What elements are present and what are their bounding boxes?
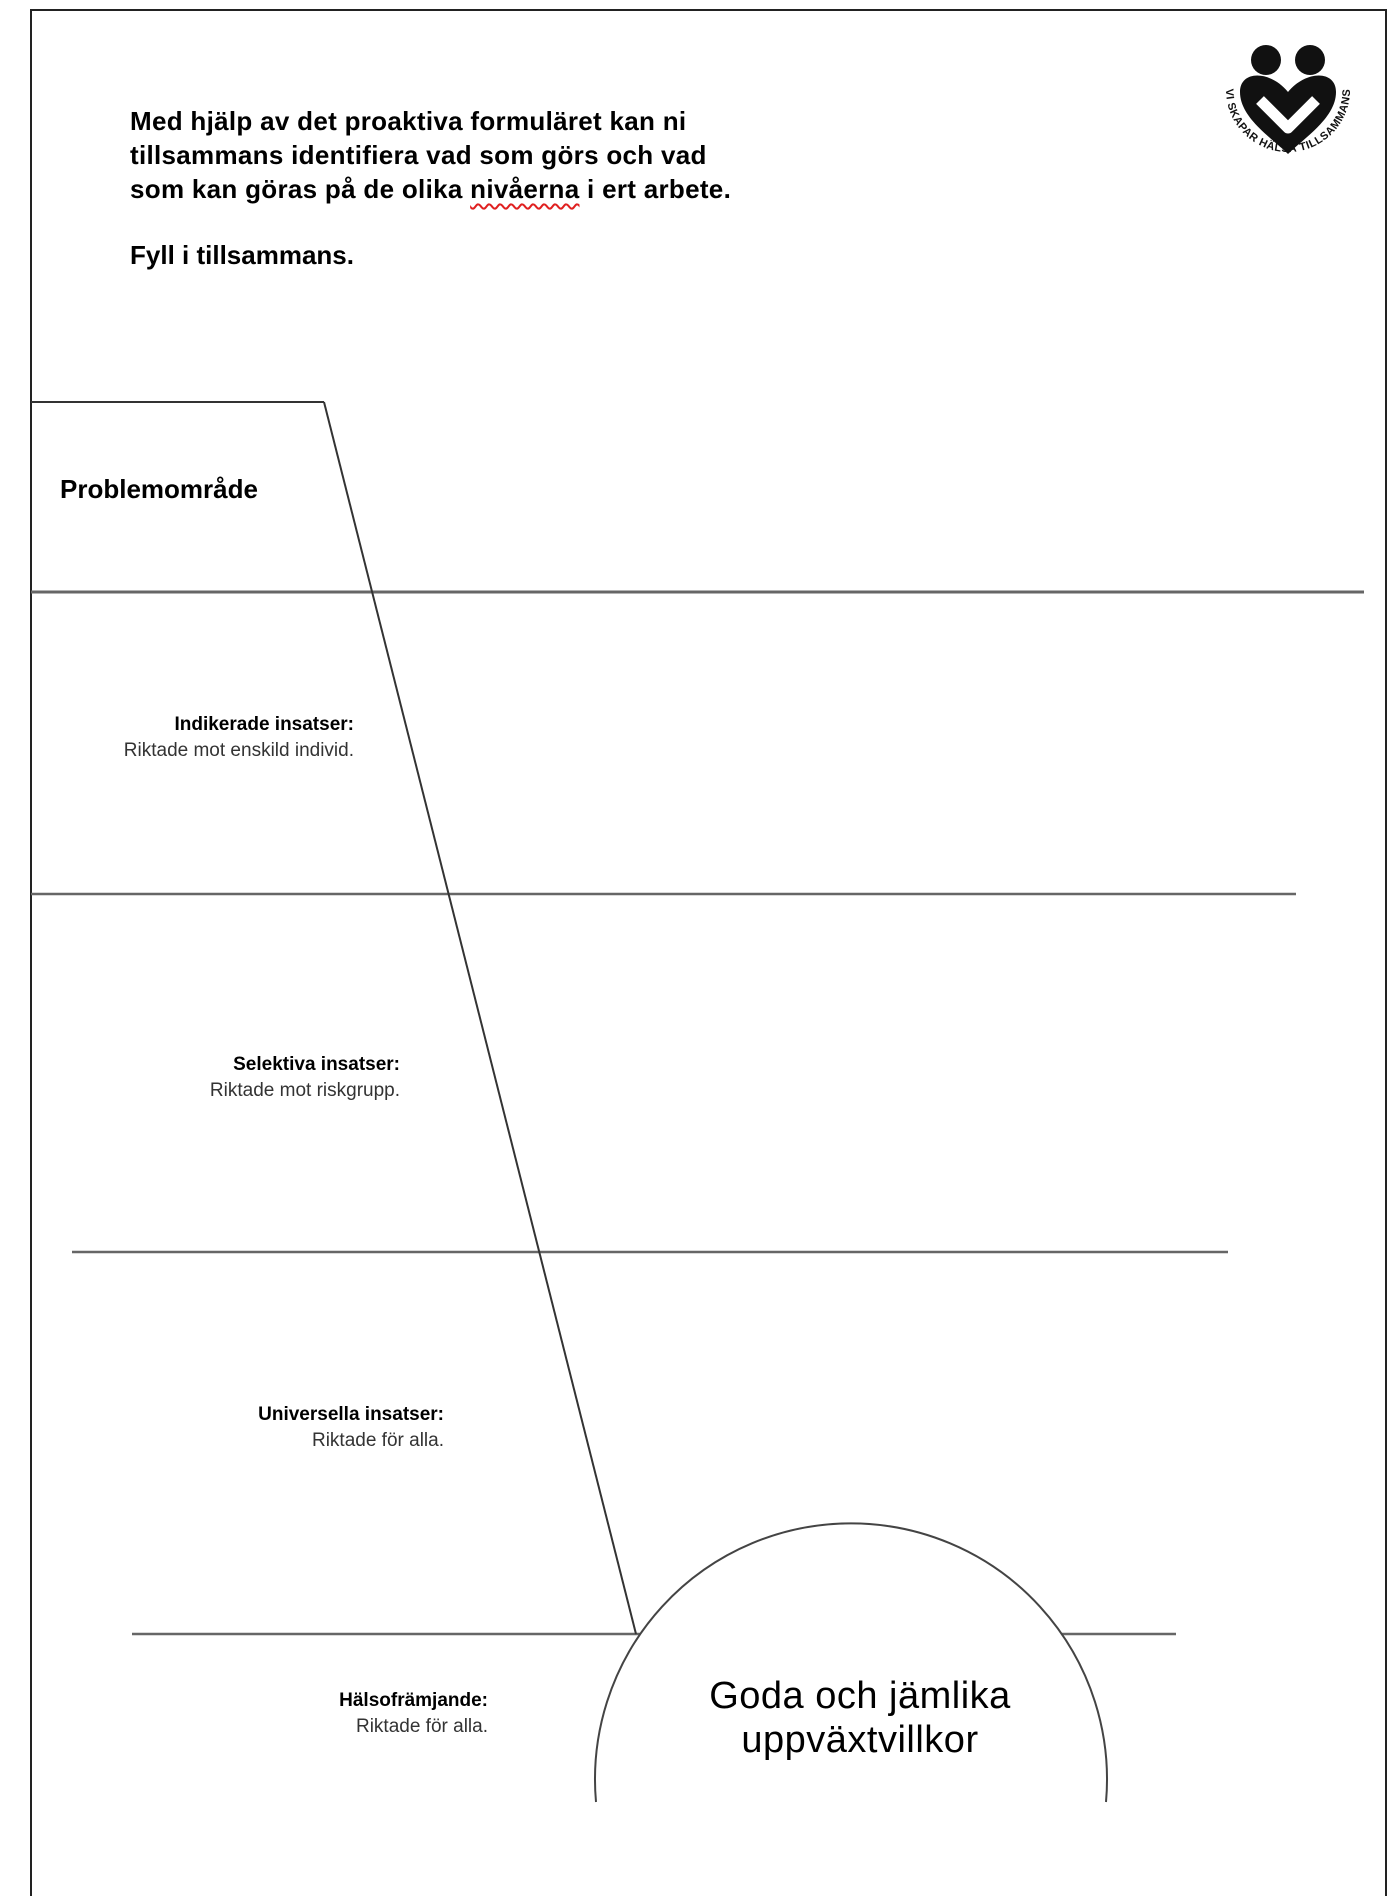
two-people-heart-logo-icon: VI SKAPAR HÄLSA TILLSAMMANS [1223,45,1353,155]
level-description: Riktade mot riskgrupp. [209,1080,400,1101]
intro-line-3-end: i ert arbete. [579,174,732,204]
level-description: Riktade för alla. [355,1716,488,1737]
fill-instruction: Fyll i tillsammans. [130,240,354,270]
spellcheck-marked-word: nivåerna [470,174,580,204]
goal-line-2: uppväxtvillkor [741,1719,979,1761]
level-title: Selektiva insatser: [233,1054,400,1075]
goal-circle [594,1522,1108,1803]
level-universal: Universella insatser: Riktade för alla. [258,1402,444,1454]
level-description: Riktade mot enskild individ. [123,740,354,761]
page-border [30,9,1387,1896]
level-health-promotion: Hälsofrämjande: Riktade för alla. [339,1688,488,1740]
level-title: Hälsofrämjande: [339,1690,488,1711]
level-title: Indikerade insatser: [174,714,354,735]
goal-text: Goda och jämlika uppväxtvillkor [650,1674,1070,1762]
level-selective: Selektiva insatser: Riktade mot riskgrup… [210,1052,400,1104]
goal-line-1: Goda och jämlika [709,1675,1011,1717]
level-description: Riktade för alla. [311,1430,444,1451]
level-indicated: Indikerade insatser: Riktade mot enskild… [124,712,354,764]
problem-area-label: Problemområde [60,474,258,504]
intro-line-1: Med hjälp av det proaktiva formuläret ka… [130,106,687,136]
intro-text: Med hjälp av det proaktiva formuläret ka… [130,104,731,206]
diagonal-line [323,401,637,1635]
level-title: Universella insatser: [258,1404,444,1425]
intro-line-3: som kan göras på de olika nivåerna i ert… [130,172,731,206]
intro-line-2: tillsammans identifiera vad som görs och… [130,140,707,170]
intro-line-3-start: som kan göras på de olika [130,174,471,204]
